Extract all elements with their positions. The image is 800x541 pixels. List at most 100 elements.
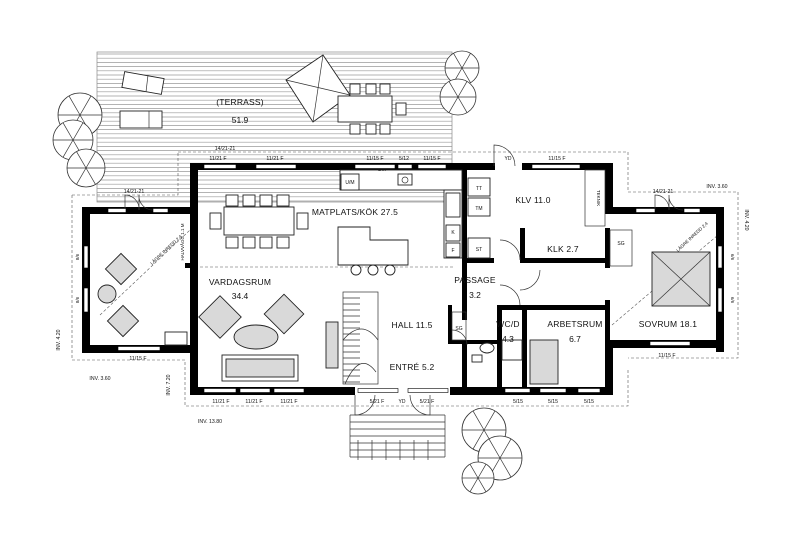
window-label: 11/15 F [423, 156, 440, 162]
kitchen-island [337, 226, 409, 276]
dining-chair [296, 212, 309, 230]
entrance-steps [349, 414, 446, 460]
window [577, 388, 601, 393]
dimension-label: INV. 4.20 [743, 209, 749, 230]
klv-label: KLV 11.0 [515, 195, 550, 205]
window-label: 11/15 F [129, 356, 146, 362]
window-label: 11/21 F [245, 399, 262, 405]
window-label: 8/6 [75, 296, 80, 303]
half-height-wall-label: HALVVÅGG 1.1 M [179, 223, 185, 260]
trees [52, 50, 523, 495]
window-label: 11/15 F [658, 353, 675, 359]
terrace-label: (TERRASS) [216, 97, 264, 107]
window-label: 5/21 F [420, 399, 435, 405]
wardrobe [451, 311, 467, 341]
passage-area: 3.2 [469, 290, 481, 300]
f-label: F [451, 248, 454, 254]
office-furniture [529, 339, 559, 385]
window-label: 11/21 F [280, 399, 297, 405]
dimension-label: INV. 3.60 [89, 376, 110, 382]
window-marks [83, 164, 723, 393]
loft-diagonal-line [611, 234, 719, 326]
wardrobe [609, 229, 633, 267]
um-label: U/M [345, 180, 354, 186]
window [83, 245, 89, 269]
roof-overhang-line [71, 195, 629, 407]
window [273, 388, 305, 393]
window [239, 388, 271, 393]
window-label: 5/21 F [370, 399, 385, 405]
window [357, 388, 399, 393]
staircase [342, 291, 379, 385]
window-label: 14/21-21 [124, 189, 145, 195]
arbetsrum-label: ARBETSRUM [547, 319, 602, 329]
window-label: 5/15 [513, 399, 523, 405]
k-label: K [451, 230, 455, 236]
dining-chair [242, 236, 256, 249]
window-label: 11/21 F [266, 156, 283, 162]
window [117, 346, 161, 351]
wc-fixtures [471, 339, 523, 363]
living-room-label: VARDAGSRUM [209, 277, 271, 287]
loft-diagonal-line [99, 229, 191, 316]
sg-label: SG [455, 326, 462, 332]
sun-lounger [119, 110, 163, 129]
window-label: 14/21-21 [653, 189, 674, 195]
window [203, 388, 237, 393]
window-label: 11/21 F [212, 399, 229, 405]
terrace-dining-table [337, 83, 407, 135]
window [107, 208, 127, 213]
window [683, 208, 701, 213]
dimension-label: INV. 4.20 [56, 329, 62, 350]
dining-chair [225, 194, 239, 207]
entre-label: ENTRÉ 5.2 [390, 362, 435, 372]
dining-chair [276, 194, 290, 207]
window-label: 5/15 [548, 399, 558, 405]
dimension-label: INV. 7.20 [166, 374, 172, 395]
window-label: 5/15 [584, 399, 594, 405]
dining-chair [276, 236, 290, 249]
roof-overhang-line [178, 151, 629, 192]
st-label: ST [476, 247, 482, 253]
bed [651, 251, 711, 307]
window [504, 388, 531, 393]
loft-label: LÄGRE INREDD 2,4 [675, 220, 710, 253]
klk-label: KLK 2.7 [547, 244, 579, 254]
dining-table [209, 194, 309, 249]
window-label: 11/15 F [366, 156, 383, 162]
terrace-area: 51.9 [232, 115, 249, 125]
hall-label: HALL 11.5 [391, 320, 432, 330]
tm-label: TM [475, 206, 482, 212]
left-wing-furniture [97, 252, 188, 346]
laundry-fixtures [467, 169, 606, 259]
window [203, 164, 237, 169]
window-label: 14/21-21 [215, 146, 236, 152]
roof-overhang-line [628, 191, 739, 359]
window [397, 164, 413, 169]
window [83, 287, 89, 313]
dining-chair [242, 194, 256, 207]
kitchen-label: MATPLATS/KÖK 27.5 [312, 207, 398, 217]
passage-label: PASSAGE [454, 275, 496, 285]
window-label: 11/15 F [548, 156, 565, 162]
window [717, 245, 723, 269]
yd-label: YD [505, 156, 512, 162]
wcd-label: WC/D [496, 319, 519, 329]
dm-label: DM [378, 167, 386, 173]
tree [439, 78, 477, 116]
wcd-area: 4.3 [502, 334, 514, 344]
tree [66, 148, 106, 188]
window [649, 341, 691, 346]
sovrum-label: SOVRUM 18.1 [639, 319, 697, 329]
window [635, 208, 656, 213]
window [407, 388, 449, 393]
dining-chair [259, 194, 273, 207]
roof-overhang-line [72, 152, 179, 196]
sg-label: SG [617, 241, 624, 247]
sun-lounger [121, 71, 165, 95]
window-label: 6/6 [730, 254, 735, 261]
tt-label: TT [476, 186, 482, 192]
tree [461, 461, 495, 495]
dining-chair [259, 236, 273, 249]
window-label: 11/21 F [209, 156, 226, 162]
